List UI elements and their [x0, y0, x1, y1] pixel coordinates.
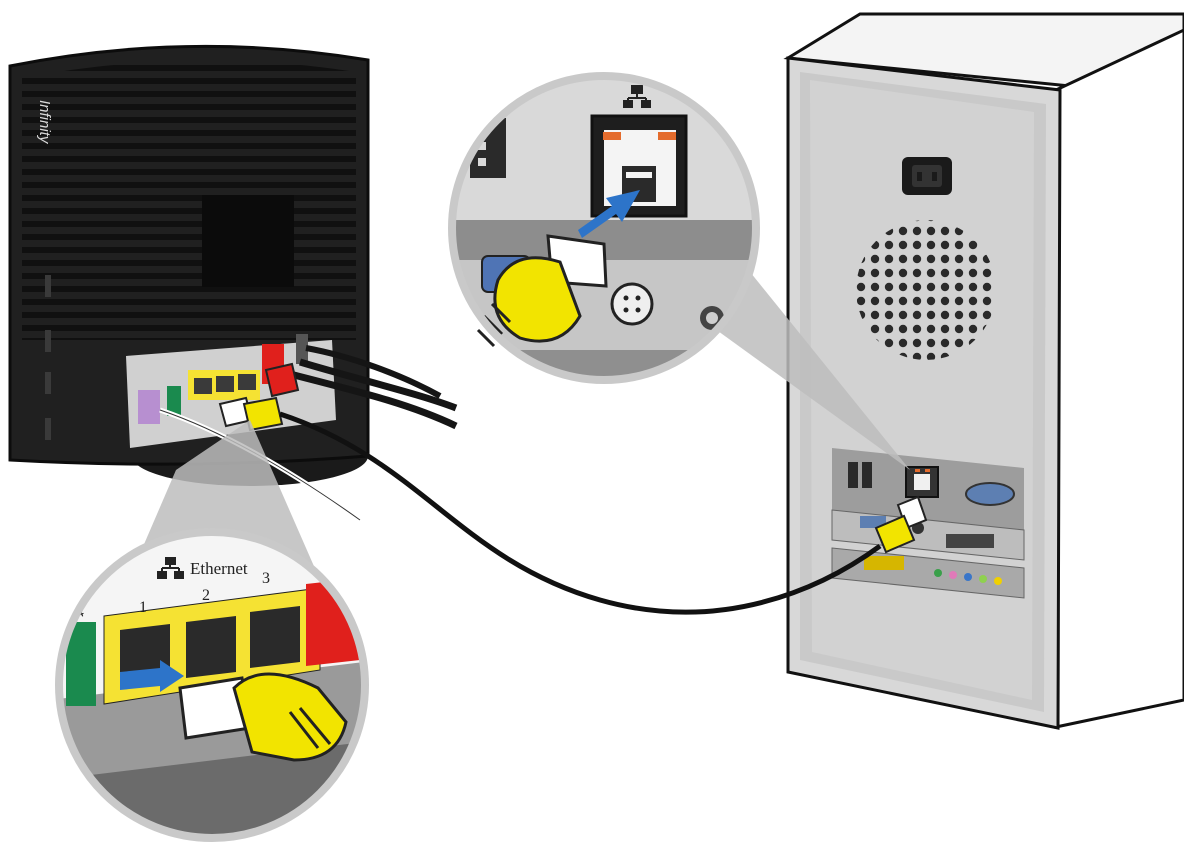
port-number-3: 3: [262, 570, 270, 587]
ethernet-port-icon: [590, 114, 688, 218]
io-panel: [831, 448, 1025, 599]
zoomed-computer-plug: [476, 234, 608, 348]
computer-ethernet-plug: [874, 495, 928, 554]
computer-tower: [783, 12, 1184, 730]
ethernet-label: Ethernet: [190, 559, 248, 578]
zoom-circle-router-port: Ethernet 1 2 3 4: [55, 528, 369, 842]
zoomed-router-plug: [178, 672, 348, 762]
router: Infinity: [8, 44, 458, 523]
power-socket: [902, 157, 952, 195]
port-number-1: 1: [139, 599, 147, 616]
arrow-icon: [578, 190, 640, 238]
callout-cone-computer: [700, 262, 910, 470]
ethernet-cable: [279, 411, 882, 615]
router-brand: Infinity: [36, 100, 53, 145]
router-ethernet-plug: [218, 396, 284, 432]
fan-grille: [856, 220, 996, 360]
port-number-2: 2: [202, 587, 210, 604]
network-icon: [623, 85, 651, 108]
zoom-circle-computer-port: [448, 72, 760, 384]
arrow-icon: [120, 660, 184, 692]
network-icon: [157, 557, 184, 579]
